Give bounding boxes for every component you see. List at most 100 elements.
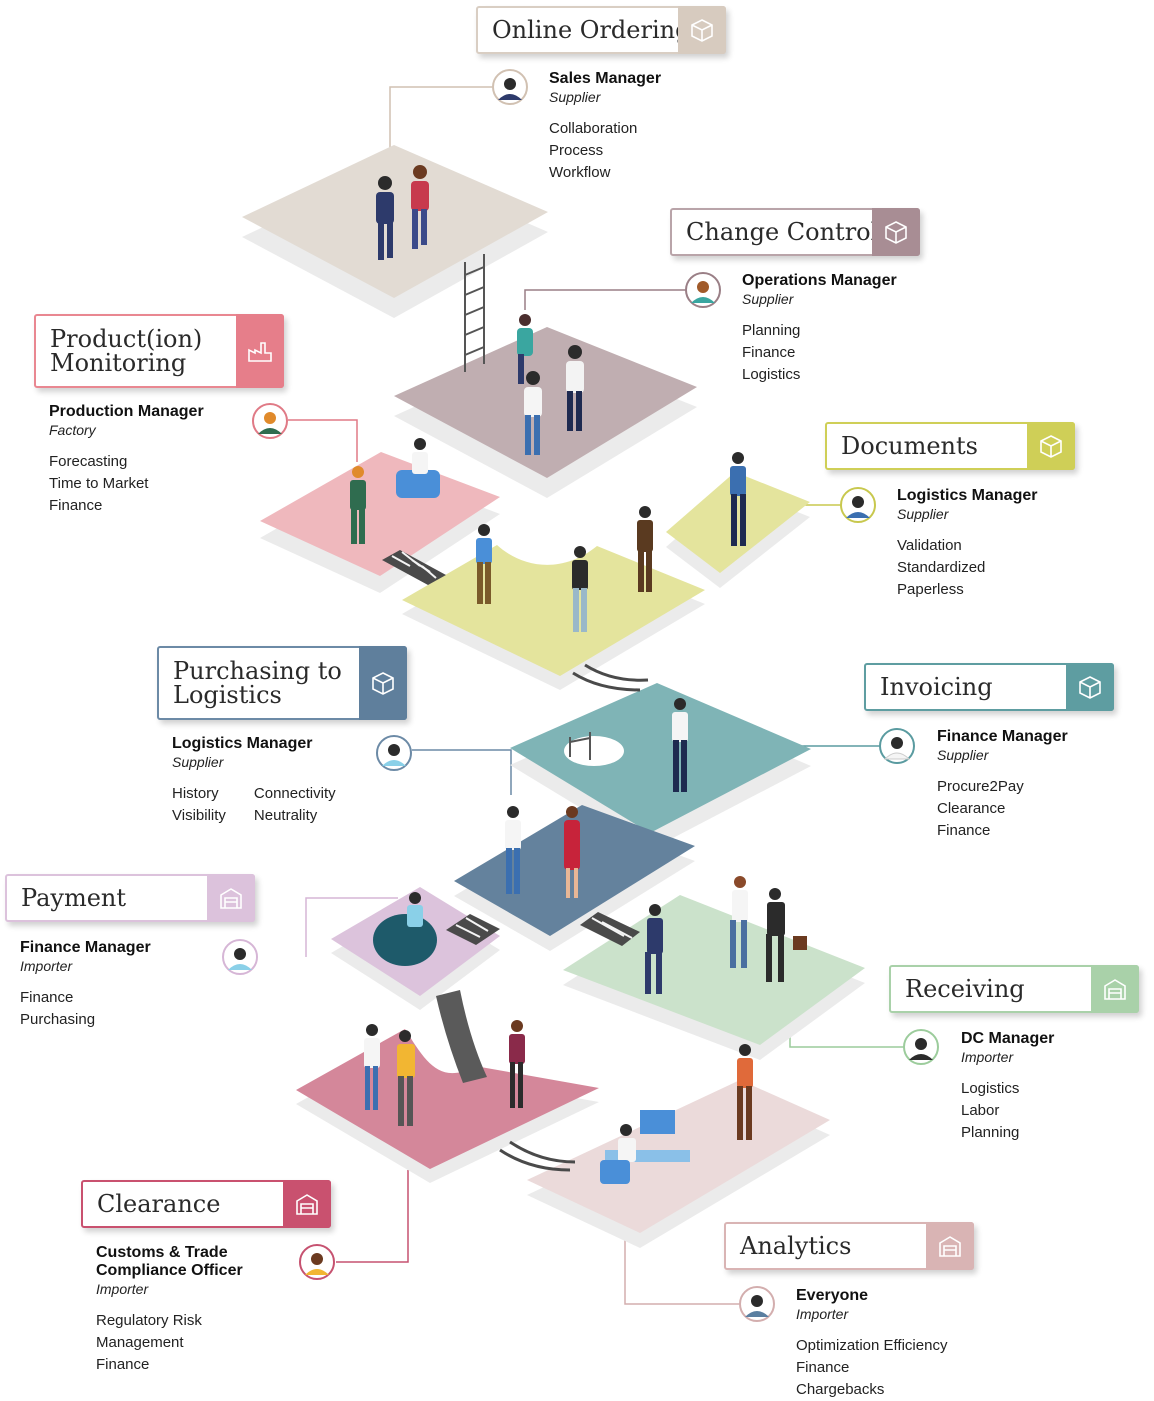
info-analytics: Everyone Importer Optimization Efficienc…	[796, 1287, 947, 1401]
role-org: Factory	[49, 422, 96, 438]
list-item: Visibility	[172, 807, 226, 824]
station-title: Change Control	[686, 218, 879, 246]
role-name: Logistics Manager	[897, 487, 1038, 504]
analytics-desk	[600, 1110, 690, 1184]
station-label-online-ordering: Online Ordering	[476, 6, 726, 54]
list-item: Finance	[49, 497, 103, 514]
curved-bridges	[499, 663, 649, 1172]
role-name: Operations Manager	[742, 272, 897, 289]
role-org: Importer	[796, 1306, 849, 1322]
connector-analytics	[624, 1215, 741, 1305]
station-title: Payment	[21, 884, 126, 912]
station-label-production-monitoring: Product(ion) Monitoring	[34, 314, 284, 388]
list-item: Time to Market	[49, 475, 149, 492]
station-label-payment: Payment	[5, 874, 255, 922]
list-item: Regulatory Risk	[96, 1312, 202, 1329]
station-label-receiving: Receiving	[889, 965, 1139, 1013]
platform-invoicing	[510, 683, 811, 850]
list-item: Planning	[742, 322, 801, 339]
connector-change-control	[524, 289, 686, 310]
list-item: Chargebacks	[796, 1381, 885, 1398]
list-item: Logistics	[961, 1080, 1020, 1097]
info-invoicing: Finance Manager Supplier Procure2Pay Cle…	[937, 728, 1068, 842]
box-icon	[1027, 422, 1075, 470]
platform-online-ordering	[242, 145, 548, 318]
avatar-invoicing	[879, 728, 915, 764]
box-icon	[872, 208, 920, 256]
warehouse-icon	[283, 1180, 331, 1228]
people-figures	[350, 165, 807, 1184]
ladder-invoicing	[569, 732, 591, 760]
role-org: Importer	[96, 1281, 149, 1297]
list-item: Management	[96, 1334, 184, 1351]
box-icon	[1066, 663, 1114, 711]
connector-purchasing-logistics	[412, 749, 512, 795]
role-name: Logistics Manager	[172, 735, 313, 752]
list-item: Finance	[796, 1359, 850, 1376]
list-item: Clearance	[937, 800, 1006, 817]
list-item: Forecasting	[49, 453, 128, 470]
list-item: Workflow	[549, 164, 611, 181]
list-item: Neutrality	[253, 807, 318, 824]
list-item: Process	[549, 142, 604, 159]
list-item: Procure2Pay	[937, 778, 1024, 795]
role-org: Supplier	[172, 754, 224, 770]
avatar-documents	[840, 487, 876, 523]
list-item: Planning	[961, 1124, 1020, 1141]
ladder-upper	[464, 254, 485, 372]
role-name: Finance Manager	[20, 939, 151, 956]
info-online-ordering: Sales Manager Supplier Collaboration Pro…	[549, 70, 661, 184]
role-name: Everyone	[796, 1287, 869, 1304]
warehouse-icon	[1091, 965, 1139, 1013]
warehouse-icon	[926, 1222, 974, 1270]
role-name: Sales Manager	[549, 70, 662, 87]
list-item: Finance	[20, 989, 74, 1006]
platform-change-control	[394, 327, 697, 498]
ramp	[436, 990, 487, 1083]
role-name: Finance Manager	[937, 728, 1068, 745]
list-item: History	[172, 785, 219, 802]
info-clearance: Customs & Trade Compliance Officer Impor…	[96, 1244, 243, 1376]
list-item: Collaboration	[549, 120, 638, 137]
list-item: Validation	[897, 537, 962, 554]
info-production-monitoring: Production Manager Factory Forecasting T…	[49, 403, 204, 517]
role-org: Importer	[20, 958, 73, 974]
station-title: Clearance	[97, 1190, 221, 1218]
avatar-receiving	[903, 1029, 939, 1065]
info-documents: Logistics Manager Supplier Validation St…	[897, 487, 1037, 601]
station-title: Analytics	[740, 1232, 852, 1260]
list-item: Finance	[937, 822, 991, 839]
factory-icon	[236, 314, 284, 388]
list-item: Finance	[742, 344, 796, 361]
avatar-clearance	[299, 1244, 335, 1280]
station-label-analytics: Analytics	[724, 1222, 974, 1270]
list-item: Standardized	[897, 559, 986, 576]
platform-main-yellow	[402, 545, 705, 690]
connector-production-monitoring	[288, 419, 358, 462]
info-change-control: Operations Manager Supplier Planning Fin…	[742, 272, 897, 386]
avatar-change-control	[685, 272, 721, 308]
connector-payment	[305, 897, 398, 957]
role-org: Supplier	[549, 89, 601, 105]
station-title: Invoicing	[880, 673, 993, 701]
box-icon	[359, 646, 407, 720]
station-title: Receiving	[905, 975, 1025, 1003]
avatar-payment	[222, 939, 258, 975]
list-item: Labor	[961, 1102, 1000, 1119]
avatar-online-ordering	[492, 69, 528, 105]
avatar-production-monitoring	[252, 403, 288, 439]
avatar-purchasing-logistics	[376, 735, 412, 771]
list-item: Logistics	[742, 366, 801, 383]
station-label-clearance: Clearance	[81, 1180, 331, 1228]
role-org: Importer	[961, 1049, 1014, 1065]
station-label-documents: Documents	[825, 422, 1075, 470]
role-name: Production Manager	[49, 403, 204, 420]
role-org: Supplier	[897, 506, 949, 522]
avatar-circles	[222, 69, 939, 1322]
station-label-purchasing-logistics: Purchasing to Logistics	[157, 646, 407, 720]
station-title: Online Ordering	[492, 16, 691, 44]
role-name: DC Manager	[961, 1030, 1055, 1047]
station-title: Documents	[841, 432, 978, 460]
station-label-invoicing: Invoicing	[864, 663, 1114, 711]
